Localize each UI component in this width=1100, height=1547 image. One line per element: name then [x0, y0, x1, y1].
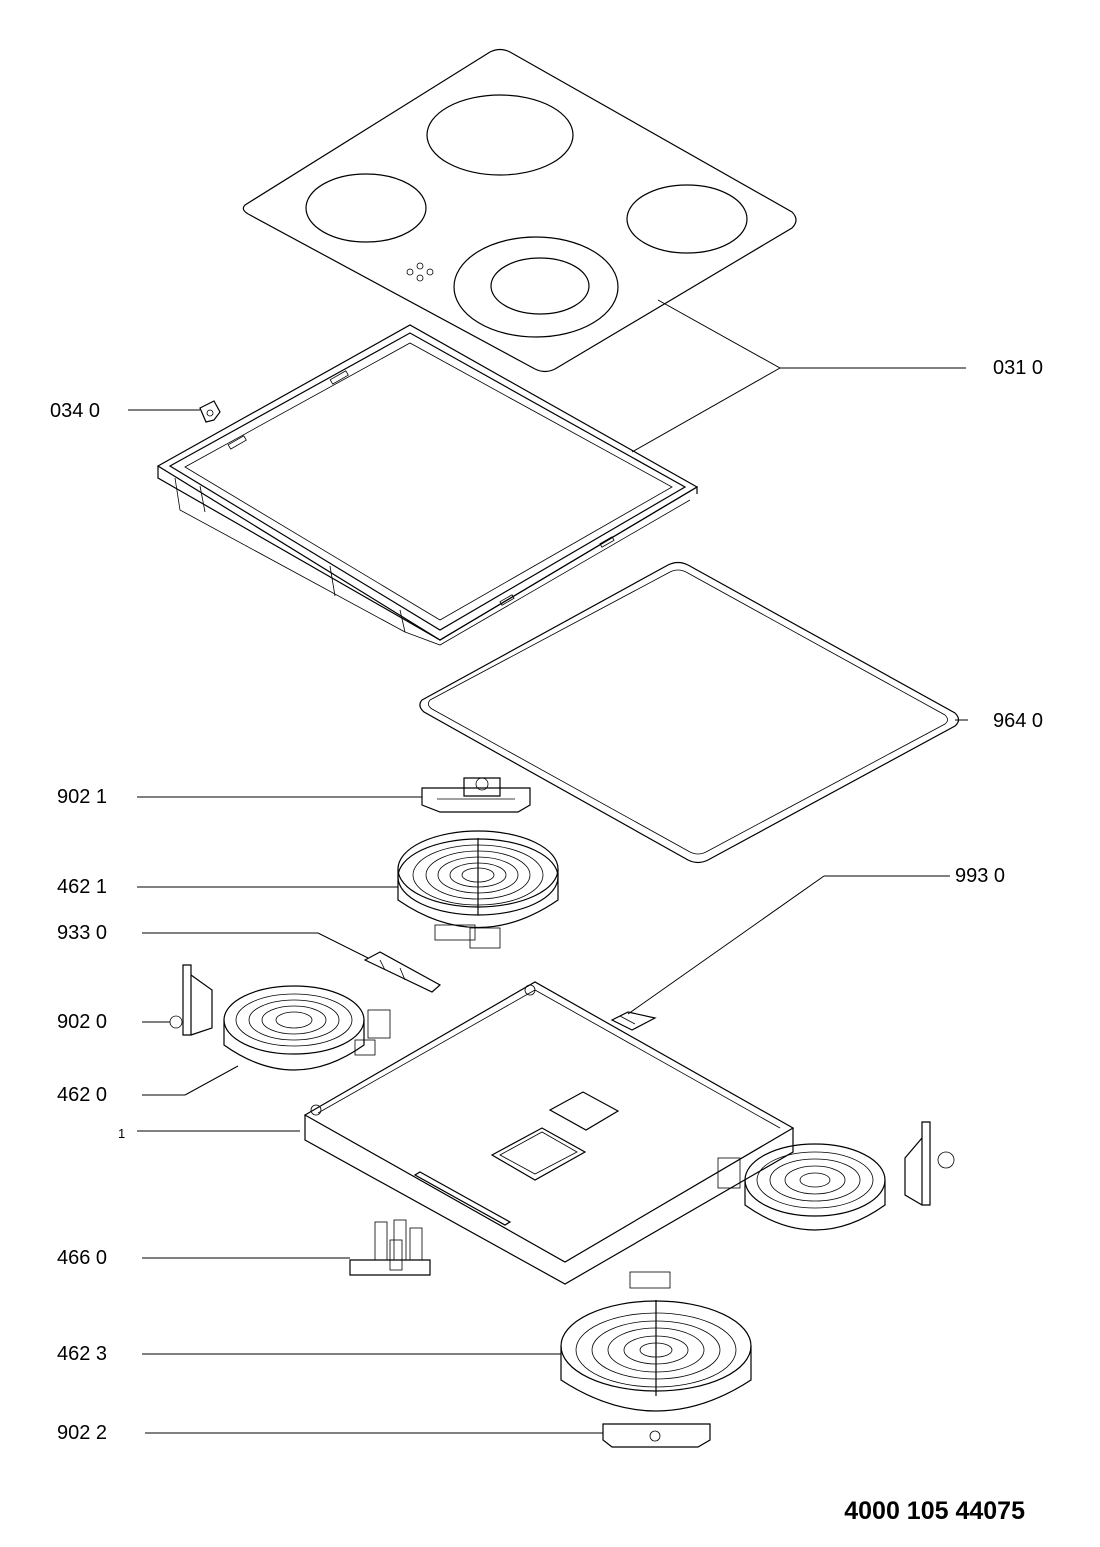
label-031: 031 0: [993, 357, 1044, 379]
label-964: 964 0: [993, 710, 1044, 732]
leader-lines: [128, 299, 968, 1434]
spring-993-part: [610, 1011, 657, 1031]
clip-034-part: [199, 400, 221, 423]
label-462-3: 462 3: [57, 1343, 108, 1365]
label-462-0: 462 0: [57, 1084, 108, 1106]
sensor-933-part: [363, 951, 442, 993]
label-462-1: 462 1: [57, 876, 108, 898]
label-902-1: 902 1: [57, 786, 108, 808]
label-1: 1: [118, 1126, 126, 1141]
heater-462-0-part: [223, 985, 391, 1071]
label-902-2: 902 2: [57, 1422, 108, 1444]
gasket-part: [419, 561, 960, 864]
label-034: 034 0: [50, 400, 101, 422]
heater-462-3-part: [560, 1271, 752, 1412]
bracket-right-part: [904, 1121, 955, 1206]
label-993: 993 0: [955, 865, 1006, 887]
bracket-902-2-part: [602, 1423, 711, 1448]
terminal-block-part: [349, 1219, 431, 1276]
base-pan-part: [303, 981, 795, 1285]
heater-462-1-part: [397, 830, 559, 949]
cooktop-frame-part: [156, 324, 699, 646]
label-466: 466 0: [57, 1247, 108, 1269]
bracket-902-1-part: [421, 777, 531, 813]
bracket-902-0-part: [169, 964, 213, 1036]
glass-cooktop-part: [242, 48, 797, 373]
document-number: 4000 105 44075: [844, 1497, 1025, 1525]
heater-right-part: [717, 1143, 886, 1231]
label-902-0: 902 0: [57, 1011, 108, 1033]
label-933: 933 0: [57, 922, 108, 944]
